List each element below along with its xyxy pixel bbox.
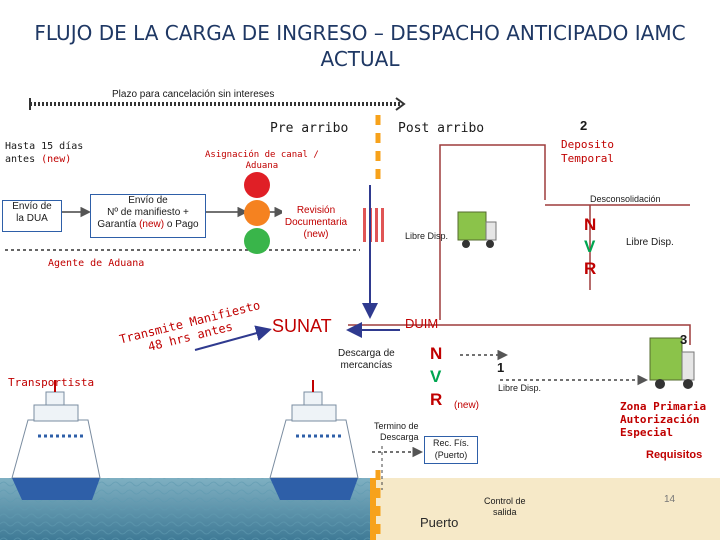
ship-middle [270,380,358,500]
revision-line-2: Documentaria [282,217,350,229]
step-3-number: 3 [680,332,687,347]
agente-aduana-label: Agente de Aduana [48,258,144,269]
post-arribo-label: Post arribo [398,121,484,136]
termino-line-1: Termino de [374,421,419,432]
zona-line-1: Zona Primaria [620,400,706,413]
envio-dua-line-2: la DUA [3,213,61,225]
asignacion-line-2: Aduana [205,161,319,172]
envio-manifiesto-garantia: Garantía [97,219,136,230]
asignacion-canal-label: Asignación de canal / Aduana [205,150,319,172]
nvr-mid-list: N V R [430,342,442,411]
pre-arribo-label: Pre arribo [270,121,348,136]
sunat-label: SUNAT [272,316,332,337]
orange-channel-circle [244,200,270,226]
hasta-line-1: Hasta 15 días [5,140,83,153]
rec-fis-line-2: (Puerto) [425,449,477,461]
zona-line-2: Autorización [620,413,706,426]
termino-line-2: Descarga [374,432,419,443]
hasta-15-dias-label: Hasta 15 días antes (new) [5,140,83,166]
envio-dua-box: Envío de la DUA [2,200,62,232]
envio-manifiesto-line-2: Nº de manifiesto + [91,207,205,219]
truck-top [458,212,496,248]
nvr-mid-n: N [430,342,442,365]
libre-disp-label-2: Libre Disp. [626,237,674,249]
green-channel-circle [244,228,270,254]
title-line-2: ACTUAL [0,46,720,72]
envio-dua-line-1: Envío de [3,201,61,213]
envio-manifiesto-new: (new) [139,219,164,230]
duim-label: DUIM [405,316,438,331]
requisitos-label: Requisitos [646,449,702,461]
asignacion-line-1: Asignación de canal / [205,150,319,161]
revision-line-1: Revisión [282,205,350,217]
libre-disp-label-3: Libre Disp. [498,382,541,394]
descarga-line-2: mercancías [338,360,395,372]
nvr-right-n: N [584,214,596,236]
ship-left [12,380,100,500]
revision-documentaria-box: Revisión Documentaria (new) [282,205,350,247]
page-title: FLUJO DE LA CARGA DE INGRESO – DESPACHO … [0,20,720,72]
envio-manifiesto-box: Envío de Nº de manifiesto + Garantía (ne… [90,194,206,238]
nvr-mid-r: R [430,388,442,411]
envio-manifiesto-line-1: Envío de [91,195,205,207]
nvr-mid-v: V [430,365,442,388]
nvr-right-r: R [584,258,596,280]
puerto-label: Puerto [420,515,458,530]
step-2-number: 2 [580,118,587,133]
step-1-number: 1 [497,360,504,375]
port-ground [370,478,720,540]
new-mid-label: (new) [454,400,479,412]
zona-primaria-label: Zona Primaria Autorización Especial [620,400,706,439]
descarga-line-1: Descarga de [338,348,395,360]
control-salida-label: Control de salida [484,496,526,518]
title-line-1: FLUJO DE LA CARGA DE INGRESO – DESPACHO … [0,20,720,46]
descarga-mercancias-label: Descarga de mercancías [338,348,395,372]
envio-manifiesto-pago: o Pago [167,219,199,230]
control-line-2: salida [484,507,526,518]
deposito-temporal-label: Deposito Temporal [561,138,614,166]
libre-disp-label-1: Libre Disp. [405,230,448,242]
plazo-label: Plazo para cancelación sin intereses [112,89,274,101]
zona-line-3: Especial [620,426,706,439]
deposito-line-1: Deposito [561,138,614,152]
rec-fis-line-1: Rec. Fís. [425,437,477,449]
transportista-label: Transportista [8,376,94,389]
page-number: 14 [664,494,675,506]
control-line-1: Control de [484,496,526,507]
red-channel-circle [244,172,270,198]
deposito-line-2: Temporal [561,152,614,166]
truck-right [650,338,694,389]
rec-fis-box: Rec. Fís. (Puerto) [424,436,478,464]
termino-descarga-label: Termino de Descarga [374,421,419,443]
revision-line-3: (new) [282,229,350,241]
hasta-new: (new) [41,154,71,165]
nvr-right-list: N V R [584,214,596,280]
hasta-antes: antes [5,154,35,165]
desconsolidacion-label: Desconsolidación [590,193,661,205]
nvr-right-v: V [584,236,596,258]
